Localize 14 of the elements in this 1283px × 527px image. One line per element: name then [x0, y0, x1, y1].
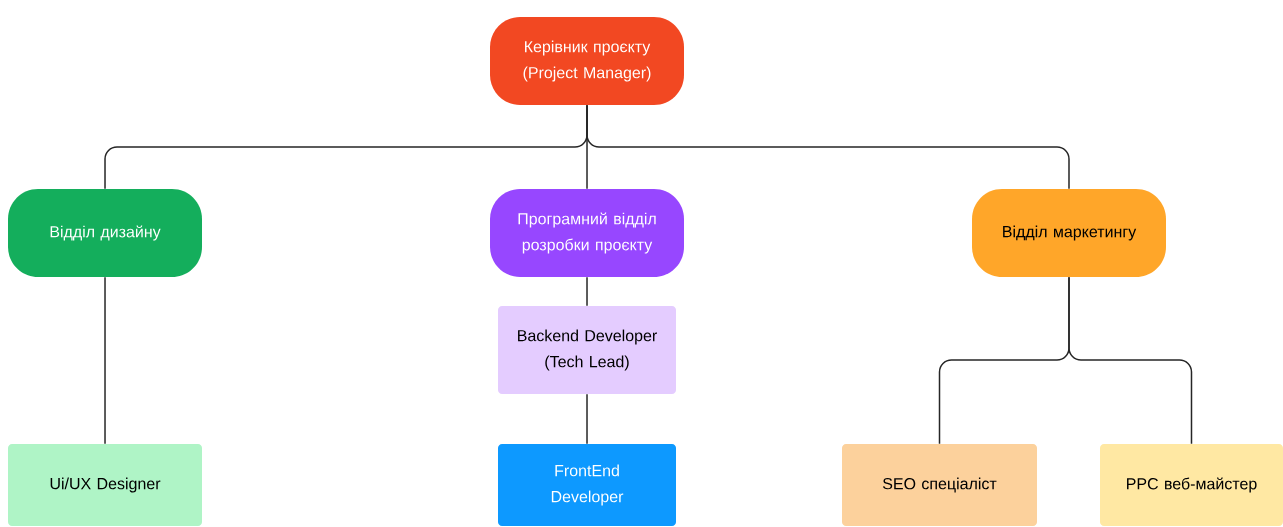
connector-line — [586, 104, 1070, 190]
role-box: SEO спеціаліст — [842, 444, 1037, 526]
role-box: Ui/UX Designer — [8, 444, 202, 526]
role-box: PPC веб-майстер — [1100, 444, 1283, 526]
role-box: FrontEnd Developer — [498, 444, 676, 526]
connector-line — [1068, 276, 1193, 445]
connector-line — [586, 393, 588, 445]
department-box: Відділ дизайну — [8, 189, 202, 277]
connector-line — [586, 276, 588, 307]
manager-box: Керівник проєкту (Project Manager) — [490, 17, 684, 105]
department-box: Програмний відділ розробки проєкту — [490, 189, 684, 277]
connector-line — [104, 276, 106, 445]
role-box: Backend Developer (Tech Lead) — [498, 306, 676, 394]
department-box: Відділ маркетингу — [972, 189, 1166, 277]
